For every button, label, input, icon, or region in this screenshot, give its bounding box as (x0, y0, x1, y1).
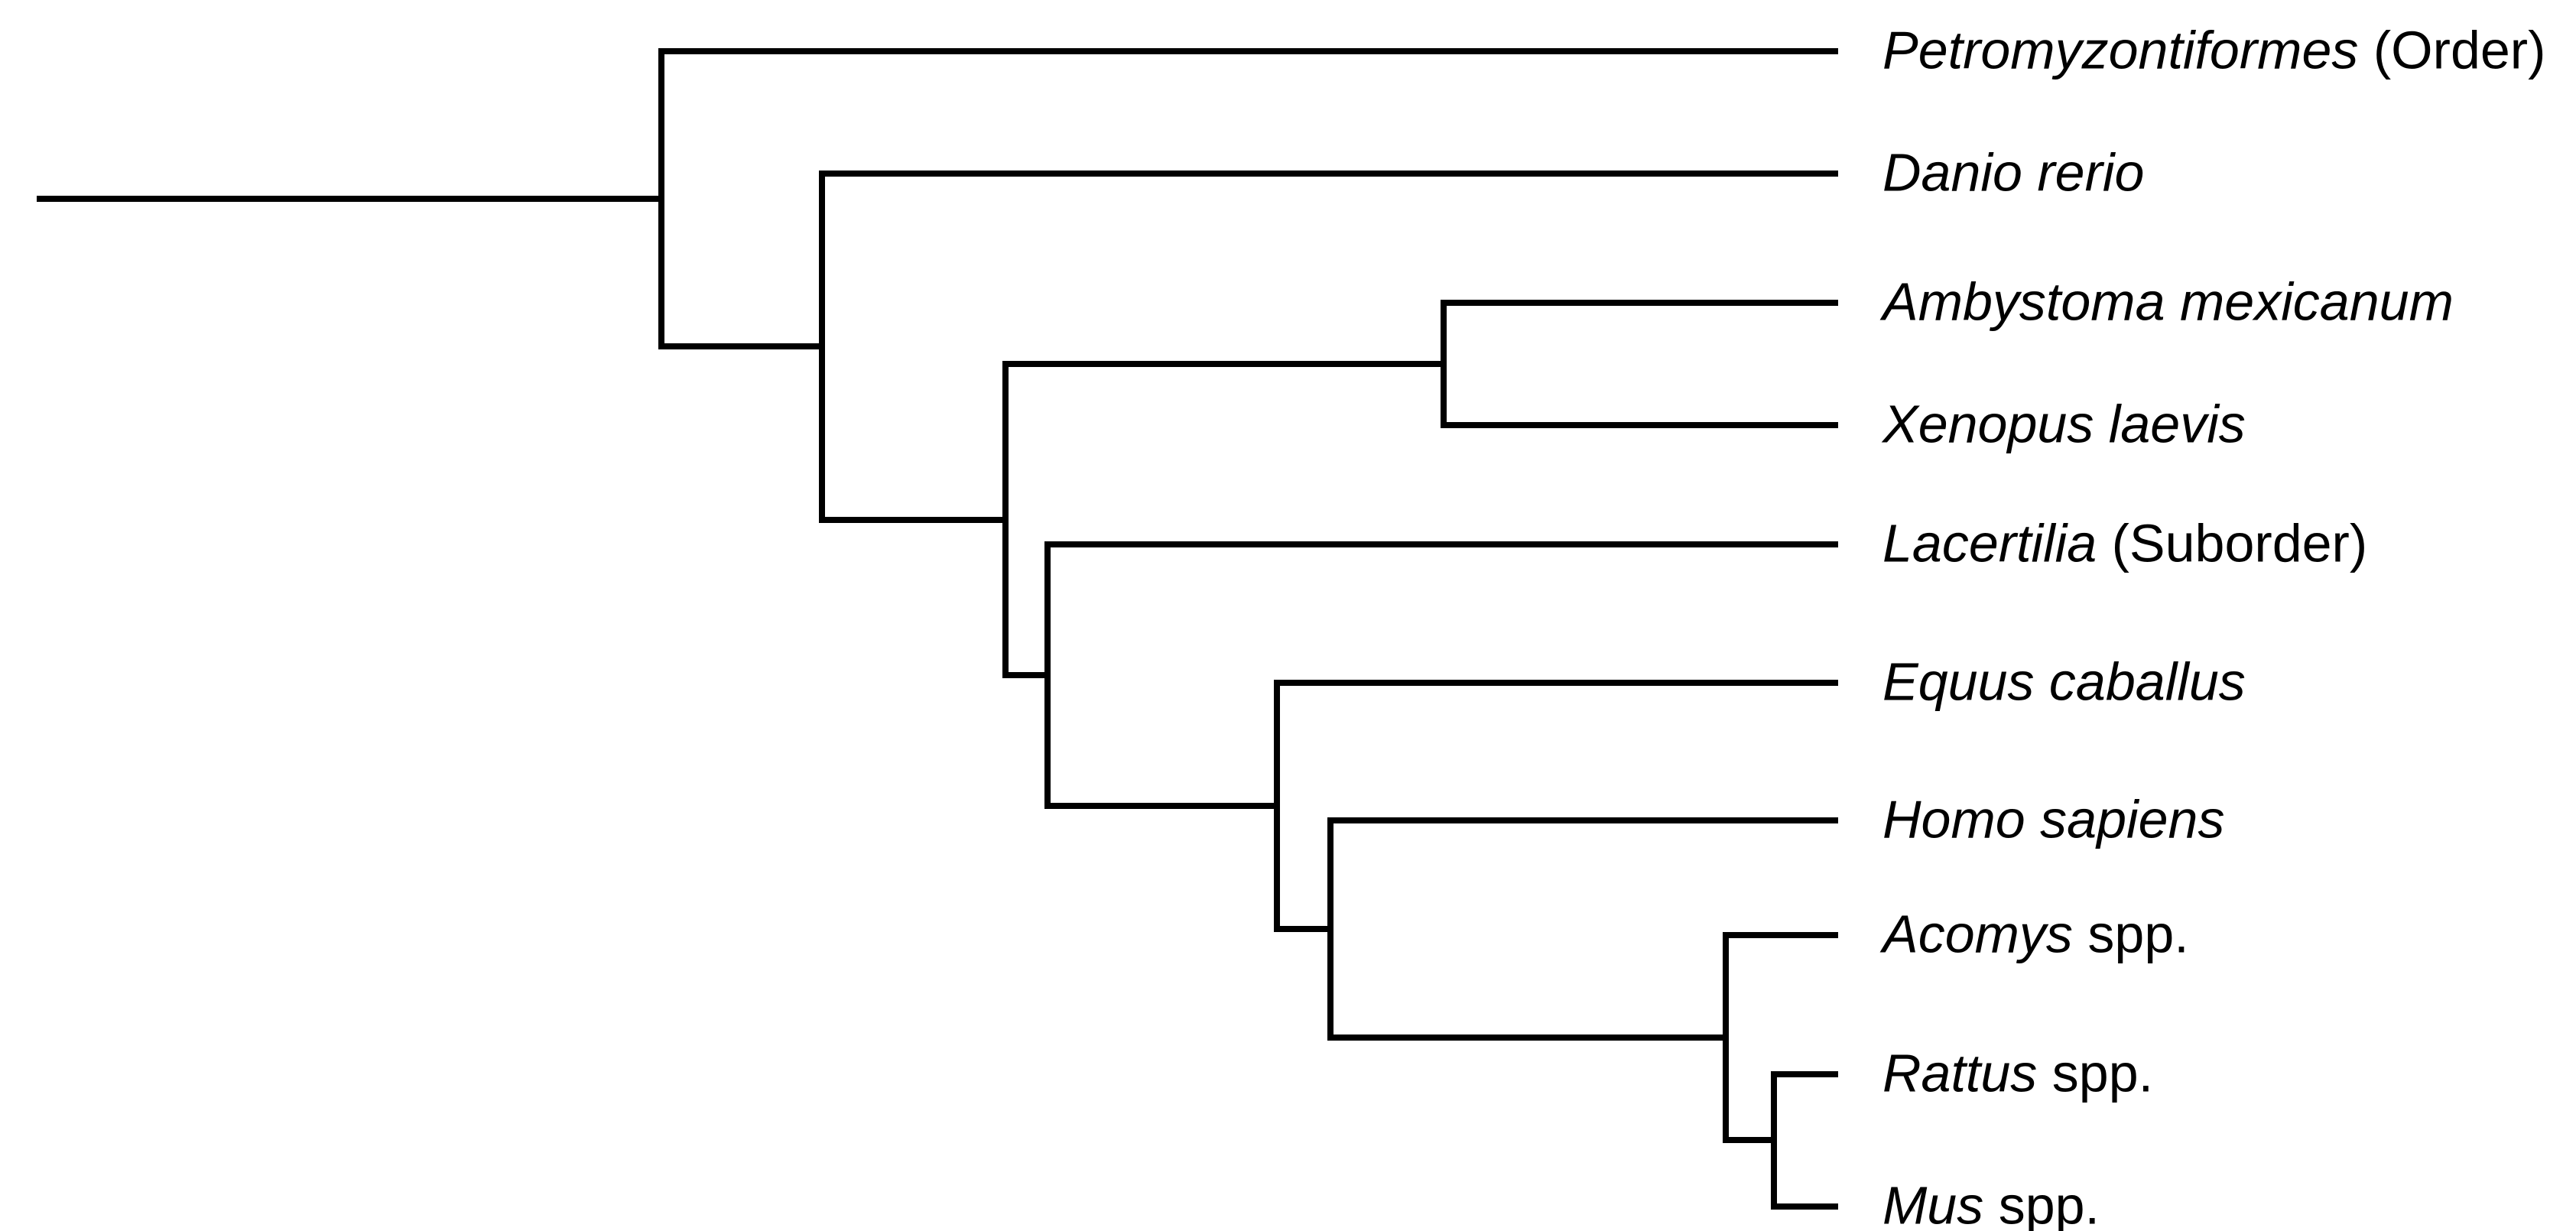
taxon-name-italic: Danio rerio (1882, 142, 2145, 203)
taxon-name-italic: Ambystoma mexicanum (1882, 271, 2454, 332)
taxon-qualifier: spp. (2072, 904, 2189, 964)
taxon-name-italic: Acomys (1882, 904, 2073, 964)
taxon-name-italic: Xenopus laevis (1882, 394, 2246, 454)
taxon-label-rattus: Rattus spp. (1882, 1041, 2153, 1105)
taxon-name-italic: Lacertilia (1882, 513, 2097, 573)
taxon-qualifier: (Order) (2358, 20, 2546, 80)
taxon-label-acomys: Acomys spp. (1882, 901, 2189, 966)
taxon-label-xenopus-laevis: Xenopus laevis (1882, 391, 2246, 456)
taxon-qualifier: spp. (2037, 1043, 2154, 1103)
taxon-label-mus: Mus spp. (1882, 1173, 2100, 1231)
taxon-label-petromyzontiformes: Petromyzontiformes (Order) (1882, 18, 2545, 82)
taxon-qualifier: spp. (1983, 1175, 2100, 1231)
taxon-label-ambystoma-mexicanum: Ambystoma mexicanum (1882, 269, 2454, 333)
taxon-label-danio-rerio: Danio rerio (1882, 140, 2144, 204)
taxon-label-homo-sapiens: Homo sapiens (1882, 787, 2224, 851)
taxon-name-italic: Equus caballus (1882, 651, 2246, 712)
taxon-name-italic: Petromyzontiformes (1882, 20, 2359, 80)
taxon-name-italic: Homo sapiens (1882, 789, 2225, 849)
taxon-label-lacertilia: Lacertilia (Suborder) (1882, 511, 2367, 575)
taxon-name-italic: Mus (1882, 1175, 1984, 1231)
taxon-label-equus-caballus: Equus caballus (1882, 649, 2246, 713)
taxon-name-italic: Rattus (1882, 1043, 2038, 1103)
taxon-qualifier: (Suborder) (2097, 513, 2368, 573)
